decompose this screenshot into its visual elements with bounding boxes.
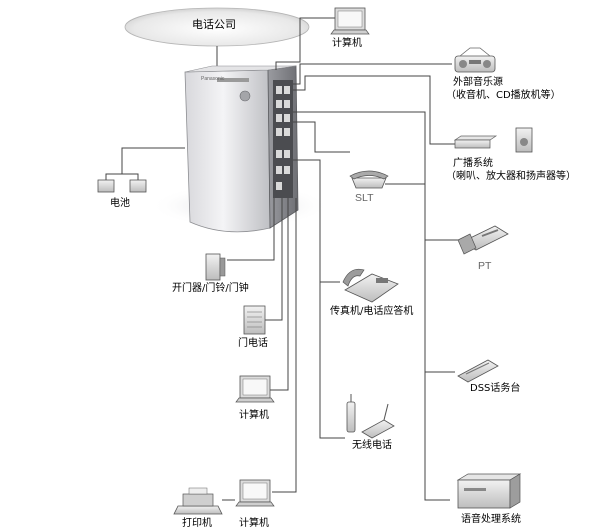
computer-bottom-icon	[235, 479, 275, 507]
computer-bottom-label: 计算机	[239, 518, 269, 529]
pbx-brand-plate	[217, 78, 249, 82]
telephone-company-cloud	[124, 7, 310, 70]
dss-label: DSS话务台	[470, 383, 521, 394]
computer-mid-icon	[235, 375, 275, 403]
wire-slt-a	[293, 121, 350, 153]
external-music-label: 外部音乐源	[453, 77, 503, 88]
wire-cordless	[293, 159, 345, 439]
cordless-phone-icon	[346, 394, 395, 439]
pbx-unit	[184, 65, 299, 233]
dss-console-icon	[457, 359, 499, 383]
voice-processing-label: 语音处理系统	[461, 514, 521, 525]
computer-top-label: 计算机	[332, 38, 362, 49]
wire-door-opener	[227, 198, 275, 261]
wire-battery	[121, 147, 185, 174]
fax-label: 传真机/电话应答机	[330, 306, 414, 317]
wire-main-bus	[293, 111, 450, 501]
door-opener-icon	[205, 253, 226, 281]
pt-phone-icon	[457, 225, 509, 255]
wire-paging	[293, 75, 455, 145]
radio-icon	[454, 47, 496, 73]
cordless-label: 无线电话	[352, 440, 392, 451]
wire-battery-split	[105, 173, 139, 180]
pbx-brand-label: Panasonic	[201, 76, 225, 82]
door-opener-label: 开门器/门铃/门钟	[172, 283, 249, 294]
paging-note: （喇叭、放大器和扬声器等）	[446, 171, 576, 182]
pt-label: PT	[478, 260, 492, 272]
amplifier-icon	[453, 135, 498, 149]
slt-label: SLT	[355, 192, 374, 204]
computer-top-icon	[330, 7, 370, 35]
pbx-indicator-lamp	[239, 90, 251, 102]
wire-computer-mid	[270, 198, 289, 391]
wire-doorphone	[265, 198, 283, 321]
battery-label: 电池	[110, 198, 130, 209]
fax-machine-icon	[342, 268, 399, 303]
voice-processing-icon	[456, 473, 522, 509]
telephone-company-label: 电话公司	[192, 18, 236, 31]
computer-mid-label: 计算机	[239, 410, 269, 421]
external-music-note: （收音机、CD播放机等）	[446, 90, 561, 101]
printer-icon	[173, 487, 223, 515]
doorphone-icon	[243, 305, 266, 335]
speaker-icon	[515, 127, 533, 153]
paging-label: 广播系统	[453, 158, 493, 169]
slt-phone-icon	[349, 170, 389, 189]
doorphone-label: 门电话	[238, 338, 268, 349]
wire-computer-top	[275, 17, 335, 70]
wire-computer-bottom	[272, 198, 297, 493]
battery-icon	[97, 179, 147, 193]
printer-label: 打印机	[182, 518, 212, 529]
wire-external-music	[293, 63, 452, 85]
